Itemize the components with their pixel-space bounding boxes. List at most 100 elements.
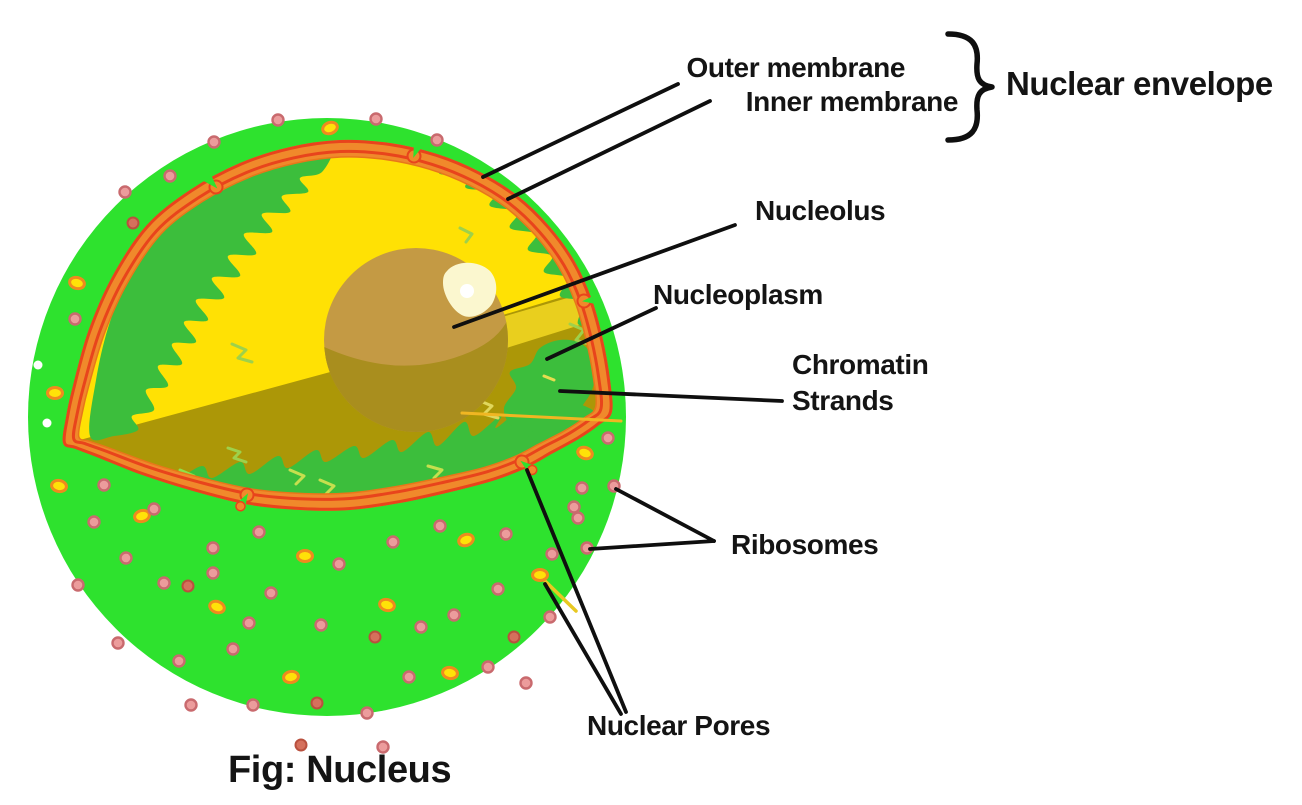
ribosome-dot <box>543 610 557 624</box>
granule-yellow <box>282 669 300 685</box>
granule-yellow <box>576 445 594 461</box>
ribosome-dot <box>206 541 220 555</box>
nucleolus-highlight-spot <box>460 284 474 298</box>
chromatin-squiggle <box>230 342 254 364</box>
label-ribosomes: Ribosomes <box>731 529 878 560</box>
ribosome-dot <box>119 551 133 565</box>
nuclear-pore <box>576 293 601 309</box>
label-nuclear-pores: Nuclear Pores <box>587 710 770 741</box>
ribosome-dot-dark <box>126 216 140 230</box>
granule-yellow <box>68 275 86 291</box>
ribosome-dot <box>575 481 589 495</box>
ribosomes-line-a <box>614 487 716 543</box>
ribosome-dot <box>447 608 461 622</box>
ribosome-dot <box>332 557 346 571</box>
chromatin-squiggle <box>476 398 500 420</box>
ribosome-dot <box>314 618 328 632</box>
ribosome-dot <box>157 576 171 590</box>
nuclear-pore <box>200 171 224 195</box>
ribosome-dot <box>360 706 374 720</box>
nuclear-pore-notch <box>200 171 218 189</box>
ribosome-dot <box>252 525 266 539</box>
nuclear-pore-notch <box>413 138 426 158</box>
ribosome-dot <box>206 566 220 580</box>
nucleolus-shadow <box>324 314 508 432</box>
granule-yellow <box>46 386 64 400</box>
nucleolus-line <box>452 223 737 329</box>
ribosome-dot <box>207 135 221 149</box>
chromatin-strands-blob <box>89 156 334 441</box>
ribosome-dot <box>545 547 559 561</box>
ribosome-dot <box>433 519 447 533</box>
ribosome-dot-dark <box>507 630 521 644</box>
ribosome-dot <box>111 636 125 650</box>
ribosome-dot <box>414 620 428 634</box>
nucleoplasm-line <box>545 306 658 361</box>
ribosome-dot <box>184 698 198 712</box>
granule-yellow <box>296 549 314 563</box>
chromatin-squiggle <box>542 374 556 382</box>
chromatin-squiggle <box>288 468 306 486</box>
chromatin-line <box>558 389 784 403</box>
ribosome-dot-dark <box>181 579 195 593</box>
granule-yellow <box>378 597 396 613</box>
granule-white <box>33 360 43 370</box>
ribosome-dot <box>242 616 256 630</box>
ribosome-dot <box>271 113 285 127</box>
outer-membrane-line <box>481 82 680 179</box>
pore-strand <box>542 578 578 613</box>
label-outer-membrane: Outer membrane <box>687 52 905 83</box>
ribosome-dot <box>226 642 240 656</box>
granule-yellow <box>441 665 459 681</box>
granule-yellow <box>457 532 475 548</box>
chromatin-strands-blob <box>503 339 597 449</box>
ribosome-dot <box>430 133 444 147</box>
ribosome-dot-dark <box>294 738 308 752</box>
ribosome-dot <box>97 478 111 492</box>
ribosomes-line-b <box>588 539 716 551</box>
label-nucleolus: Nucleolus <box>755 195 885 226</box>
mrna-strand <box>460 411 623 423</box>
ribosome-dot <box>376 740 390 754</box>
ribosome-dot-dark <box>368 630 382 644</box>
ribosome-dot <box>571 511 585 525</box>
ribosome-dot <box>519 676 533 690</box>
nuclear-pore <box>406 138 426 164</box>
ribosome-dot <box>68 312 82 326</box>
label-nucleoplasm: Nucleoplasm <box>653 279 823 310</box>
ribosome-dot <box>172 654 186 668</box>
chromatin-squiggle <box>458 226 474 244</box>
ribosome-dot <box>246 698 260 712</box>
chromatin-squiggle <box>226 446 248 464</box>
granule-yellow <box>321 120 339 136</box>
ribosome-dot <box>567 500 581 514</box>
nuclear-envelope-brace <box>945 31 995 143</box>
chromatin-squiggle <box>318 478 336 494</box>
ribosome-dot-dark <box>310 696 324 710</box>
granule-white <box>42 418 52 428</box>
nuclear-pore <box>233 487 255 512</box>
ribosome-dot <box>369 112 383 126</box>
ribosome-dot <box>402 670 416 684</box>
ribosome-dot <box>147 502 161 516</box>
label-nuclear-envelope: Nuclear envelope <box>1006 65 1273 102</box>
ribosome-dot <box>601 431 615 445</box>
nuclear-pores-line-b <box>543 582 623 716</box>
ribosome-dot <box>118 185 132 199</box>
label-inner-membrane: Inner membrane <box>746 86 958 117</box>
label-chromatin-word1: Chromatin <box>792 349 928 380</box>
ribosome-dot <box>71 578 85 592</box>
ribosome-dot <box>386 535 400 549</box>
ribosome-dot <box>499 527 513 541</box>
ribosome-dot <box>491 582 505 596</box>
outer-membrane-edge <box>62 139 613 511</box>
nuclear-pores-line-a <box>525 468 628 714</box>
ribosome-dot <box>481 660 495 674</box>
nuclear-pore <box>514 454 539 477</box>
chromatin-squiggle <box>426 464 444 480</box>
granule-yellow <box>50 478 68 494</box>
nuclear-pore-droplet <box>235 501 246 512</box>
inner-membrane-line <box>506 99 712 201</box>
